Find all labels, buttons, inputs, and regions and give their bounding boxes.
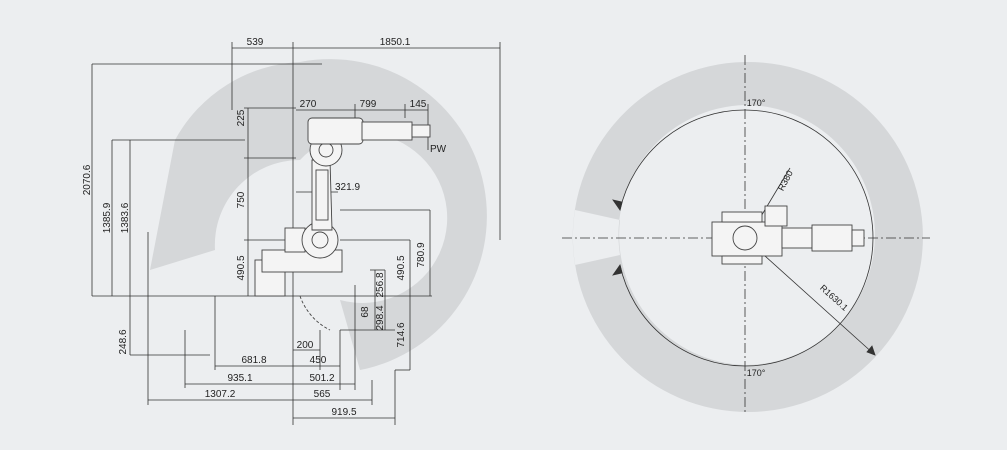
dim-200: 200	[297, 340, 314, 351]
dim-1307-2: 1307.2	[205, 389, 236, 400]
dim-1850-1: 1850.1	[380, 37, 411, 48]
dim-490-5-right: 490.5	[396, 255, 407, 280]
dim-501-2: 501.2	[309, 373, 334, 384]
side-view: 539 1850.1 270 799 145 PW 321.9 2070.6 1…	[82, 37, 501, 425]
dim-298-4: 298.4	[375, 305, 386, 330]
dim-1385-9: 1385.9	[102, 202, 113, 233]
dim-799: 799	[360, 99, 377, 110]
dim-490-5-left: 490.5	[236, 255, 247, 280]
top-view: 170° 170° R1630.1 R380	[562, 55, 930, 415]
dim-539: 539	[247, 37, 264, 48]
angle-bottom-label: 170°	[747, 368, 766, 378]
dim-714-6: 714.6	[396, 322, 407, 347]
dim-248-6: 248.6	[118, 329, 129, 354]
dim-270: 270	[300, 99, 317, 110]
dim-68: 68	[360, 306, 371, 318]
wrist-label: PW	[430, 144, 447, 155]
dim-450: 450	[310, 355, 327, 366]
dim-1383-6: 1383.6	[120, 202, 131, 233]
dim-145: 145	[410, 99, 427, 110]
dim-780-9: 780.9	[416, 242, 427, 267]
dim-750: 750	[236, 191, 247, 208]
angle-top-label: 170°	[747, 98, 766, 108]
robot-side-body	[254, 117, 431, 331]
inner-radius-label: R380	[776, 169, 795, 193]
dim-681-8: 681.8	[241, 355, 266, 366]
dim-935-1: 935.1	[227, 373, 252, 384]
dim-225: 225	[236, 109, 247, 126]
dim-256-8: 256.8	[375, 272, 386, 297]
dim-565: 565	[314, 389, 331, 400]
robot-top-body	[711, 205, 865, 265]
dim-919-5: 919.5	[331, 407, 356, 418]
dim-2070-6: 2070.6	[82, 164, 93, 195]
dim-321-9: 321.9	[335, 182, 360, 193]
